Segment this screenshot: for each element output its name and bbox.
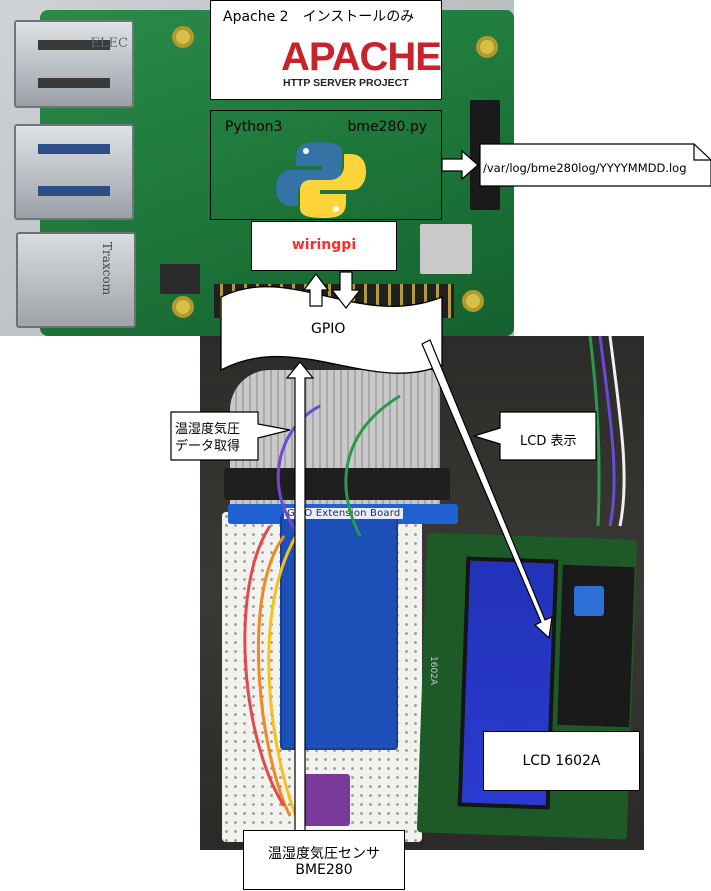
gpio-header: [214, 284, 454, 318]
mount-hole: [172, 26, 194, 48]
python-filename: bme280.py: [347, 119, 427, 135]
log-path: /var/log/bme280log/YYYYMMDD.log: [483, 161, 687, 175]
mount-hole: [172, 296, 194, 318]
potentiometer: [574, 586, 604, 616]
sensor-name-line1: 温湿度気圧センサ: [268, 846, 380, 862]
board-text: ELEC: [90, 36, 128, 51]
mount-hole: [476, 36, 498, 58]
gpio-label: GPIO: [311, 321, 346, 337]
apache-title: Apache 2 インストールのみ: [223, 9, 415, 25]
python-title: Python3: [225, 119, 283, 135]
apache-box: Apache 2 インストールのみ APACHE HTTP SERVER PRO…: [210, 0, 442, 100]
ethernet-port: Traxcom: [16, 232, 136, 328]
sensor-read-line1: 温湿度気圧: [175, 422, 241, 437]
python-box: Python3 bme280.py: [210, 110, 442, 220]
apache-logo-subtitle: HTTP SERVER PROJECT: [283, 77, 409, 89]
board-text: Traxcom: [100, 242, 114, 295]
usb-port: [14, 124, 134, 220]
jumper-wires: [243, 336, 626, 827]
display-connector: [470, 100, 500, 210]
chip: [160, 264, 200, 294]
wiringpi-label: wiringpi: [291, 237, 357, 253]
sensor-name-line2: BME280: [295, 862, 353, 878]
ribbon-connector: [224, 468, 450, 500]
lcd-display-label: LCD 表示: [520, 434, 577, 449]
sensor-read-label: 温湿度気圧 データ取得: [175, 421, 240, 455]
sensor-box: 温湿度気圧センサ BME280: [243, 830, 405, 890]
wiringpi-box: wiringpi: [251, 221, 397, 271]
mount-hole: [462, 290, 484, 312]
apache-logo-word: APACHE: [281, 35, 442, 79]
extension-board-label: GPIO Extension Board: [284, 508, 404, 519]
sensor-read-line2: データ取得: [175, 439, 241, 454]
lcd-model-label: LCD 1602A: [522, 753, 601, 769]
usb-port: ELEC: [14, 20, 134, 108]
apache-logo: APACHE HTTP SERVER PROJECT: [241, 31, 442, 91]
chip: [420, 224, 472, 274]
lcd-model-box: LCD 1602A: [483, 731, 640, 791]
